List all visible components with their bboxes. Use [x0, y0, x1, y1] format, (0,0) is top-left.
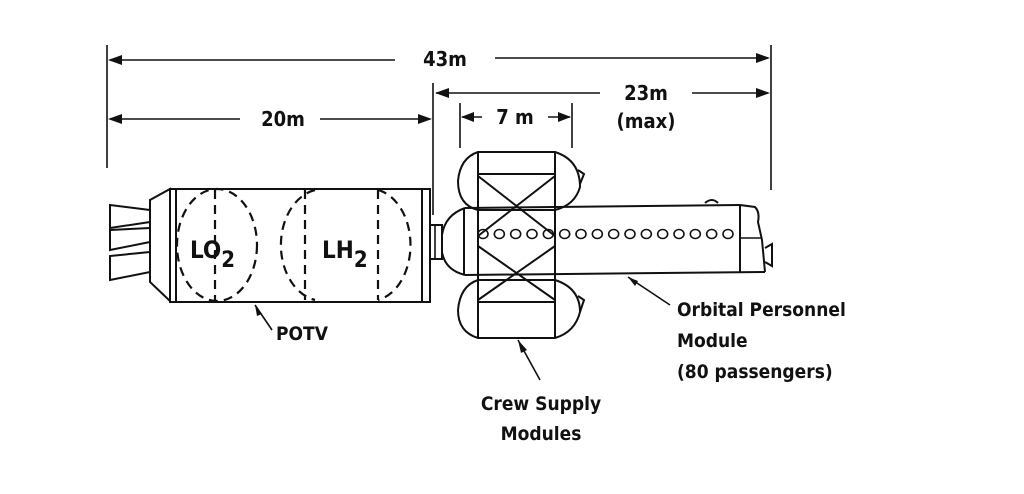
window-porthole — [493, 228, 506, 240]
lower-module-shell — [456, 279, 582, 339]
leader-arrow — [518, 340, 527, 353]
callout-opm-line3: (80 passengers) — [677, 361, 833, 383]
nozzle — [109, 227, 151, 252]
bay-cross — [477, 175, 556, 237]
lox-label-sub: 2 — [221, 248, 235, 273]
window-porthole — [591, 228, 604, 240]
nozzle — [109, 251, 151, 282]
window-porthole — [575, 228, 587, 240]
crew-supply-module-lower — [456, 245, 586, 339]
window-porthole — [689, 228, 702, 240]
lh2-tank-fwd-dome — [279, 188, 316, 302]
window-porthole — [607, 228, 620, 240]
window-porthole — [624, 228, 636, 240]
lh2-label-sub: 2 — [354, 248, 368, 273]
callout-opm-line1: Orbital Personnel — [677, 299, 846, 321]
window-porthole — [526, 228, 538, 240]
callout-potv: POTV — [254, 304, 329, 345]
nozzle — [109, 203, 151, 230]
window-porthole — [509, 228, 522, 240]
window-porthole — [640, 228, 653, 240]
arrowhead-left — [108, 55, 122, 65]
callout-crew-supply-line2: Modules — [501, 423, 582, 445]
opm-bottom-edge — [464, 271, 766, 276]
arrowhead-right — [558, 112, 571, 122]
lox-label: LO2 — [190, 236, 235, 273]
arrowhead-left — [435, 88, 449, 98]
lower-module-fitting — [577, 295, 586, 313]
upper-module-shell — [456, 151, 582, 211]
arrowhead-right — [418, 114, 432, 124]
lox-label-main: LO — [190, 236, 221, 264]
docking-adapter — [429, 224, 443, 260]
arrowhead-left — [461, 112, 474, 122]
leader-arrow — [255, 305, 262, 316]
dimension-overall: 43m — [106, 45, 772, 190]
arrowhead-left — [108, 114, 122, 124]
window-porthole — [558, 228, 571, 240]
arrowhead-right — [756, 53, 770, 63]
opm-fwd-dome — [441, 207, 466, 276]
arrowhead-right — [756, 88, 770, 98]
callout-crew-supply: Crew Supply Modules — [481, 339, 601, 445]
dim-label-opm: 23m — [624, 81, 668, 105]
lh2-label: LH2 — [322, 236, 368, 273]
callout-crew-supply-line1: Crew Supply — [481, 393, 601, 415]
dim-label-overall: 43m — [423, 47, 467, 71]
window-porthole — [722, 228, 734, 240]
window-porthole — [656, 228, 669, 240]
upper-module-fitting — [577, 169, 586, 185]
dimension-opm: 23m (max) — [435, 81, 770, 133]
opm-top-edge — [464, 204, 741, 209]
lox-tank-outline — [175, 187, 259, 303]
opm-aft-section — [739, 204, 766, 273]
dim-label-opm-note: (max) — [617, 109, 676, 133]
callout-potv-label: POTV — [276, 323, 329, 345]
aft-skirt — [149, 187, 171, 304]
orbital-personnel-module — [441, 199, 773, 276]
window-porthole — [705, 228, 718, 240]
dim-label-potv: 20m — [261, 107, 305, 131]
opm-aft-fitting — [764, 242, 773, 268]
opm-top-fitting — [704, 199, 719, 204]
window-porthole — [673, 228, 685, 240]
lh2-tank-aft-dome — [377, 188, 412, 302]
callout-opm: Orbital Personnel Module (80 passengers) — [627, 276, 846, 383]
lh2-label-main: LH — [322, 236, 354, 264]
dimension-potv: 20m — [108, 83, 434, 215]
potv-stage: LO2 LH2 — [109, 187, 443, 304]
engine-nozzles — [109, 203, 151, 282]
opm-windows — [477, 228, 734, 240]
callout-opm-line2: Module — [677, 330, 748, 352]
leader-arrow — [628, 277, 638, 286]
crew-supply-module-upper — [456, 151, 586, 300]
bay-cross — [477, 245, 556, 301]
dim-label-crew-module: 7 m — [496, 105, 534, 129]
dimension-crew-module: 7 m — [459, 103, 573, 148]
